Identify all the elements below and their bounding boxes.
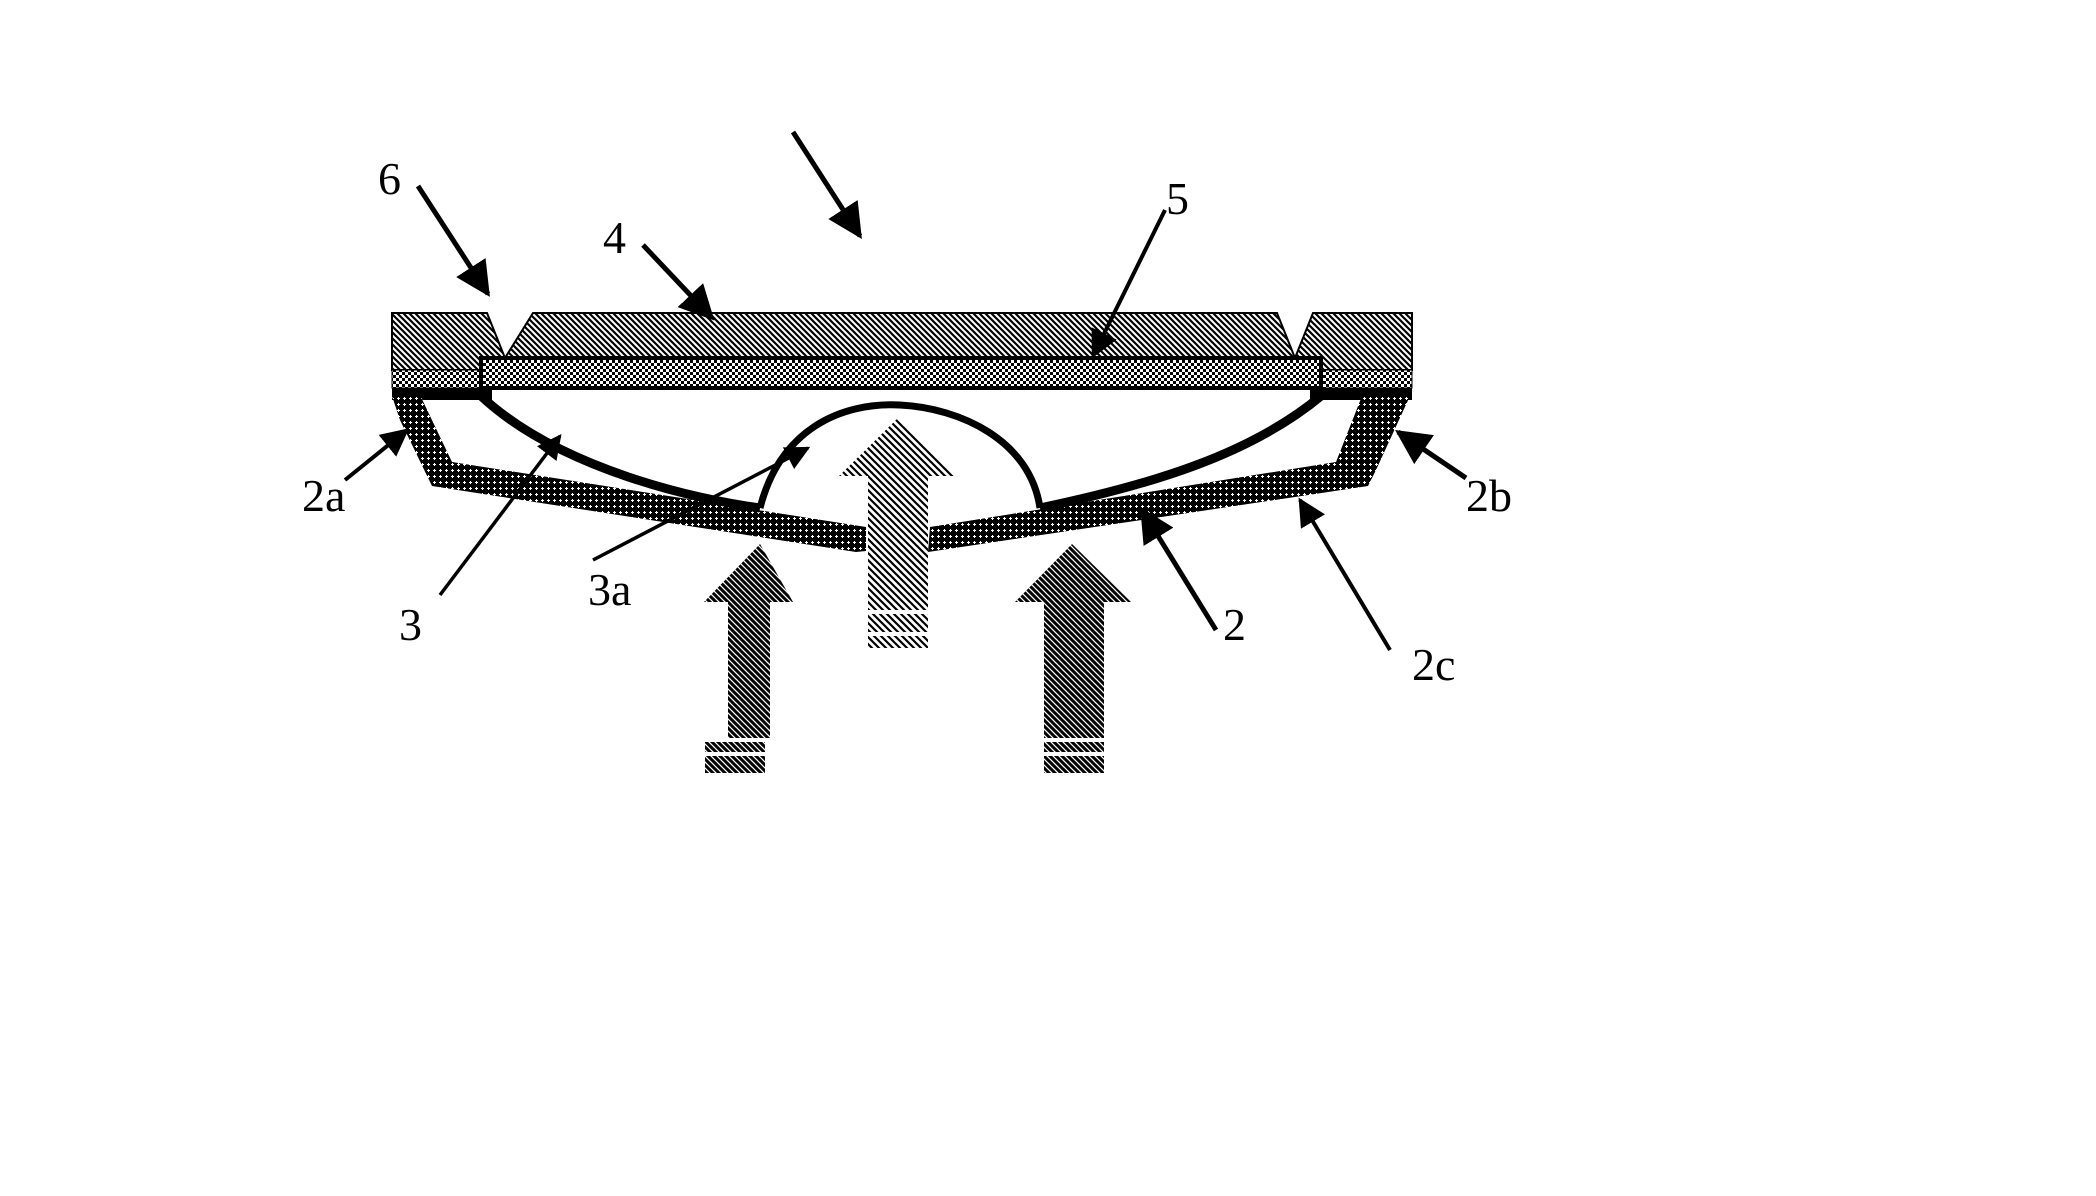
force-arrow-right — [1015, 544, 1131, 773]
curved-element-3-right — [1039, 392, 1324, 513]
curved-element-3 — [477, 392, 761, 513]
label-3a: 3a — [588, 564, 631, 615]
force-arrow-left — [704, 544, 793, 773]
leader-lines — [343, 130, 1468, 652]
label-2a: 2a — [302, 470, 345, 521]
membrane-2 — [392, 395, 1410, 552]
label-2b: 2b — [1466, 470, 1512, 521]
force-arrow-center — [839, 418, 956, 648]
label-2: 2 — [1223, 599, 1246, 650]
label-2c: 2c — [1412, 639, 1455, 690]
label-4: 4 — [603, 212, 626, 263]
label-3: 3 — [399, 599, 422, 650]
plate-5 — [479, 356, 1323, 390]
label-6: 6 — [378, 153, 401, 204]
layer-4 — [391, 312, 1413, 389]
label-5: 5 — [1166, 173, 1189, 224]
